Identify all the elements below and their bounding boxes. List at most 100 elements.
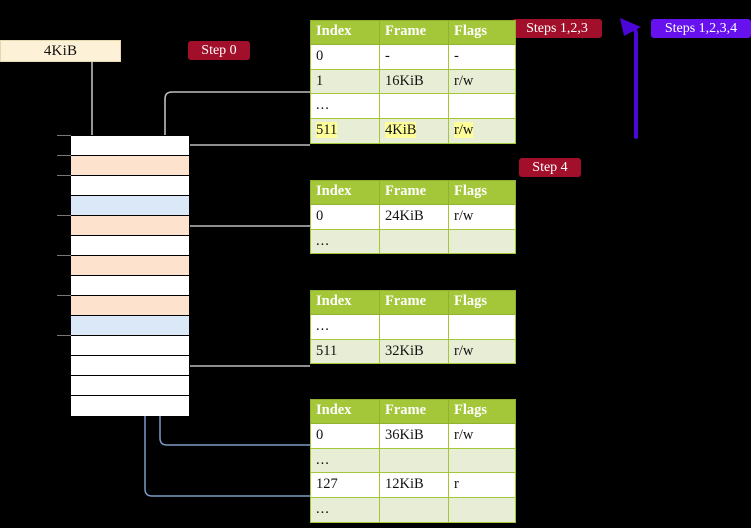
table-cell-frame: -	[379, 43, 449, 70]
column-header-frame: Frame	[379, 180, 449, 205]
cell-value: 511	[316, 342, 338, 359]
memory-row-13	[71, 396, 189, 416]
table-cell-frame	[379, 496, 449, 523]
badge-step-4: Step 4	[519, 158, 581, 177]
table-cell-index: ...	[310, 496, 380, 523]
memory-tick-2	[57, 175, 71, 176]
memory-row-7	[71, 276, 189, 296]
cell-value: r/w	[454, 342, 474, 359]
cell-value: 32KiB	[385, 342, 424, 359]
table-row: ...	[310, 228, 516, 255]
table-cell-index: 0	[310, 422, 380, 449]
table-cell-frame	[379, 313, 449, 340]
cell-value: 0	[316, 47, 324, 64]
memory-row-12	[71, 376, 189, 396]
table-row: 511 32KiB r/w	[310, 338, 516, 365]
badge-steps-123: Steps 1,2,3	[512, 19, 602, 38]
cell-value: r/w	[454, 426, 474, 443]
table-cell-frame	[379, 93, 449, 119]
table-cell-index: 127	[310, 472, 380, 498]
column-header-index: Index	[310, 180, 380, 205]
badge-step-0: Step 0	[188, 41, 250, 60]
table-row: ...	[310, 313, 516, 340]
size-box-label: 4KiB	[43, 42, 78, 59]
table-cell-index: 1	[310, 68, 380, 95]
table-cell-frame	[379, 228, 449, 255]
memory-tick-4	[57, 255, 71, 256]
memory-row-1	[71, 156, 189, 176]
cell-value: 24KiB	[385, 207, 424, 224]
column-header-frame: Frame	[379, 399, 449, 424]
table-cell-frame	[379, 447, 449, 474]
table-cell-index: ...	[310, 93, 380, 119]
table-cell-flags: r/w	[448, 68, 516, 95]
column-header-frame: Frame	[379, 20, 449, 45]
table-row: 127 12KiB r	[310, 472, 516, 498]
table-cell-frame: 12KiB	[379, 472, 449, 498]
table-cell-flags: r/w	[448, 203, 516, 230]
cell-value: 511	[316, 121, 338, 138]
table-cell-flags: r/w	[448, 117, 516, 144]
column-header-frame: Frame	[379, 290, 449, 315]
table-cell-frame: 36KiB	[379, 422, 449, 449]
cell-value: ...	[316, 232, 330, 249]
cell-value: 1	[316, 72, 324, 89]
memory-row-11	[71, 356, 189, 376]
cell-value: 12KiB	[385, 476, 424, 493]
cell-value: -	[454, 47, 459, 64]
table-row: 0 24KiB r/w	[310, 203, 516, 230]
cell-value: ...	[316, 317, 330, 334]
cell-value: ...	[316, 451, 330, 468]
table-cell-index: 511	[310, 117, 380, 144]
table-cell-flags	[448, 447, 516, 474]
table-cell-flags	[448, 228, 516, 255]
cell-value: 4KiB	[385, 121, 417, 138]
table-cell-index: ...	[310, 313, 380, 340]
memory-tick-6	[57, 335, 71, 336]
table-cell-flags: r	[448, 472, 516, 498]
table-cell-index: 0	[310, 203, 380, 230]
cell-value: r	[454, 476, 459, 493]
memory-row-5	[71, 236, 189, 256]
memory-row-6	[71, 256, 189, 276]
table-cell-frame: 24KiB	[379, 203, 449, 230]
table-cell-index: 0	[310, 43, 380, 70]
column-header-index: Index	[310, 290, 380, 315]
column-header-flags: Flags	[448, 20, 516, 45]
cell-value: r/w	[454, 207, 474, 224]
table-cell-index: ...	[310, 447, 380, 474]
cell-value: 36KiB	[385, 426, 424, 443]
table-cell-frame: 16KiB	[379, 68, 449, 95]
badge-steps-1234: Steps 1,2,3,4	[651, 19, 751, 38]
table-cell-index: 511	[310, 338, 380, 365]
table-cell-flags	[448, 93, 516, 119]
memory-row-4	[71, 216, 189, 236]
cell-value: 0	[316, 207, 324, 224]
cell-value: r/w	[454, 72, 474, 89]
cell-value: ...	[316, 500, 330, 517]
memory-row-2	[71, 176, 189, 196]
column-header-flags: Flags	[448, 180, 516, 205]
memory-tick-5	[57, 295, 71, 296]
table-row: 0 36KiB r/w	[310, 422, 516, 449]
memory-tick-3	[57, 215, 71, 216]
table-cell-flags	[448, 496, 516, 523]
cell-value: ...	[316, 97, 330, 114]
cell-value: r/w	[454, 121, 474, 138]
memory-row-8	[71, 296, 189, 316]
table-cell-index: ...	[310, 228, 380, 255]
cell-value: -	[385, 47, 390, 64]
table-cell-flags: -	[448, 43, 516, 70]
cell-value: 127	[316, 476, 338, 493]
table-cell-frame: 4KiB	[379, 117, 449, 144]
table-row: ...	[310, 496, 516, 523]
table-cell-flags: r/w	[448, 338, 516, 365]
memory-tick-1	[57, 155, 71, 156]
